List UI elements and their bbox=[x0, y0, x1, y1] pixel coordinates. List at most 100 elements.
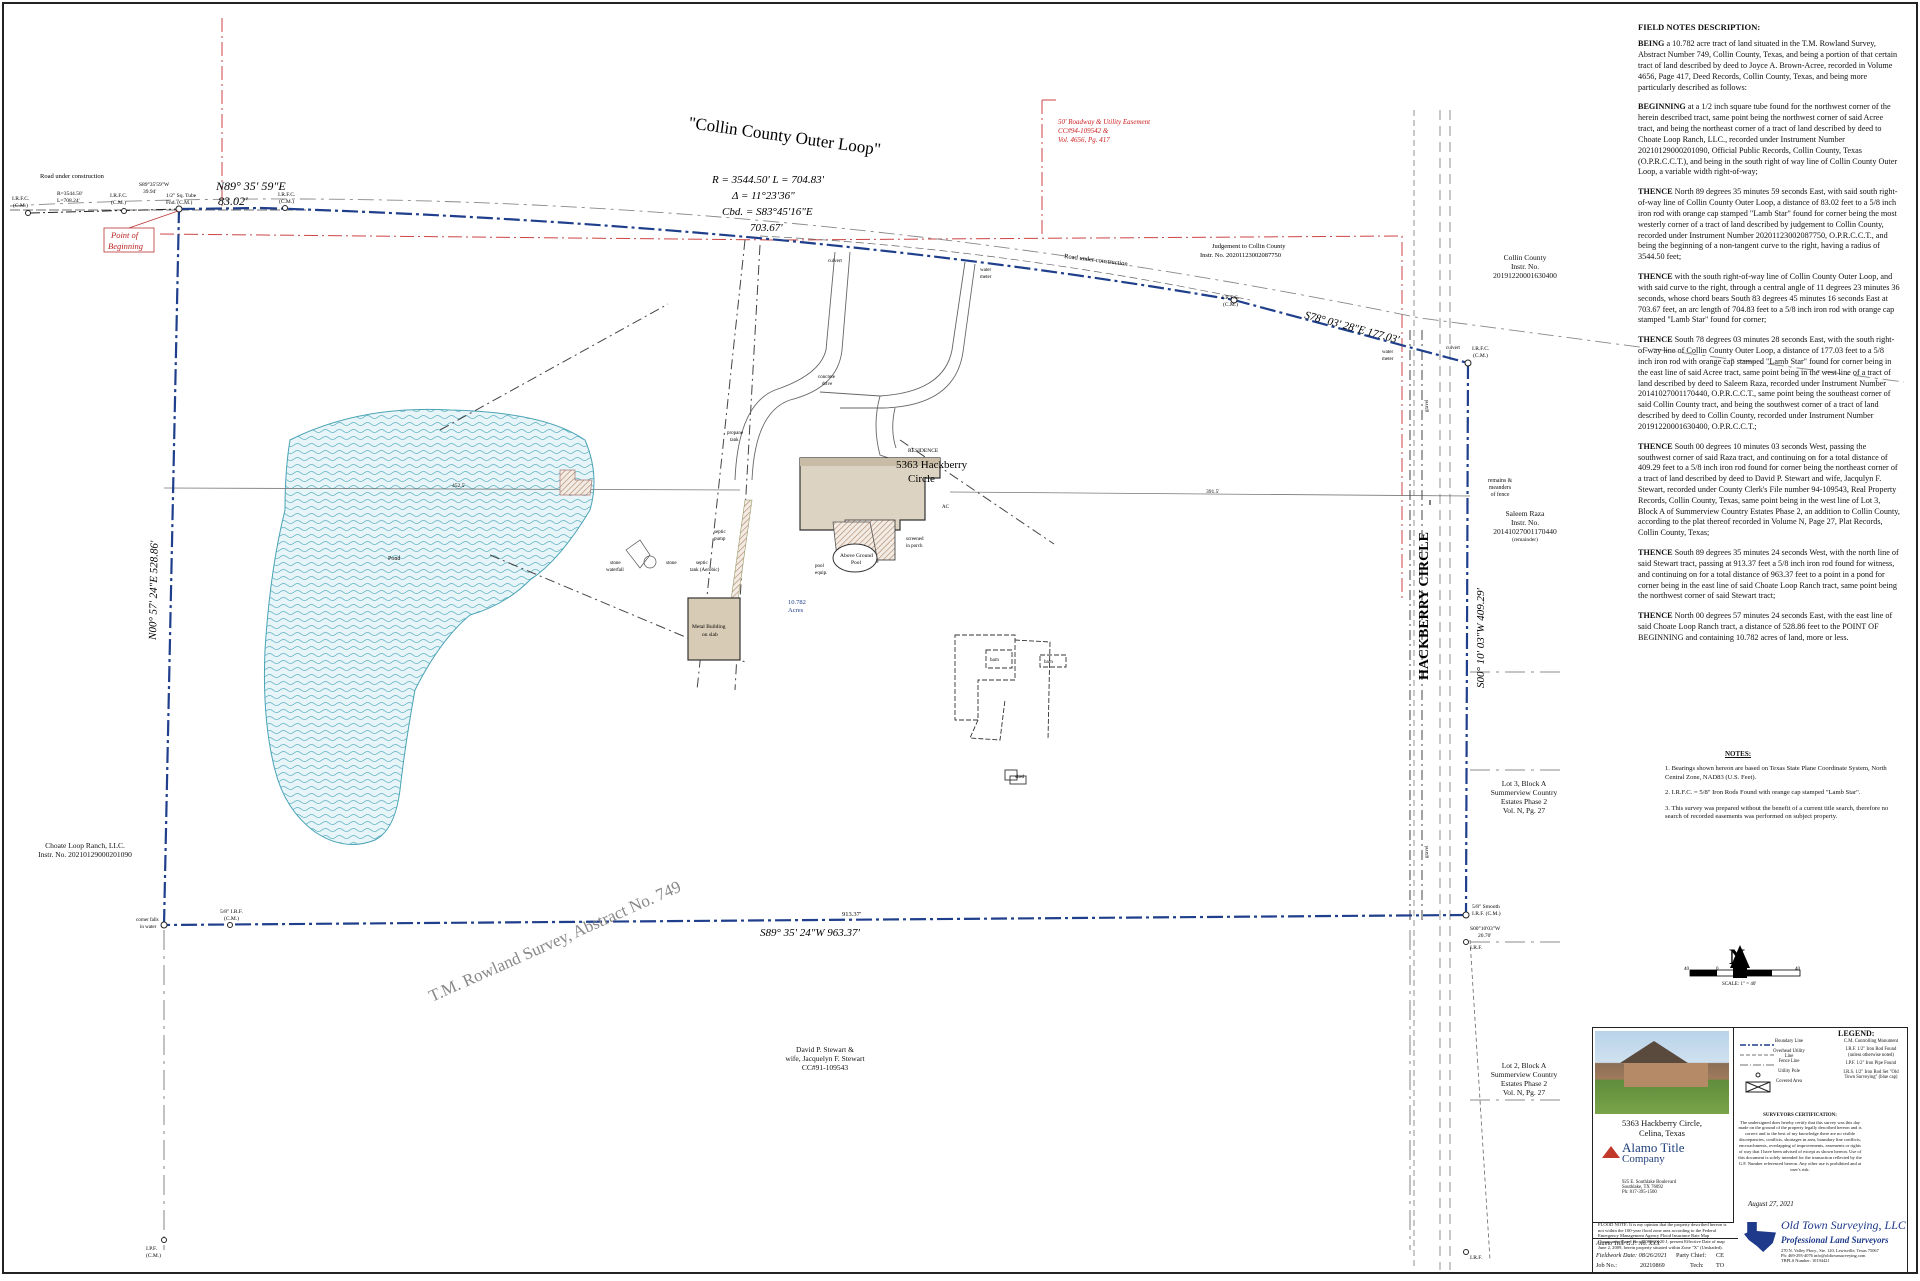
irfc-2: I.R.F.C. bbox=[110, 193, 128, 199]
water-meter-1b: meter bbox=[980, 275, 992, 280]
curve-data-4: 703.67' bbox=[750, 222, 783, 234]
gravel-1: gravel bbox=[1425, 399, 1430, 412]
corner-water-1: corner falls bbox=[136, 918, 159, 923]
collin-county-label: Collin County Instr. No. 201912200016304… bbox=[1493, 253, 1557, 280]
note-item: 1. Bearings shown hereon are based on Te… bbox=[1665, 765, 1887, 781]
field-note-text: South 78 degrees 03 minutes 28 seconds E… bbox=[1638, 335, 1895, 431]
pob-1: Point of bbox=[110, 230, 140, 240]
fieldwork-date: Fieldwork Date: 08/26/2021 bbox=[1596, 1252, 1667, 1259]
field-note-text: at a 1/2 inch square tube found for the … bbox=[1638, 102, 1898, 177]
left-curve-small-2: L=708.24' bbox=[57, 198, 80, 204]
water-meter-1a: water bbox=[980, 268, 991, 273]
field-notes: FIELD NOTES DESCRIPTION: BEING a 10.782 … bbox=[1638, 22, 1900, 653]
smooth-2: I.R.F. (C.M.) bbox=[1472, 910, 1501, 917]
field-note-paragraph: BEING a 10.782 acre tract of land situat… bbox=[1638, 39, 1900, 93]
judgement-2: Instr. No. 20201123002087750 bbox=[1200, 252, 1281, 259]
septic-tank-2: tank (Aerobic) bbox=[690, 568, 720, 573]
field-note-text: with the south right-of-way line of Coll… bbox=[1638, 272, 1900, 325]
address-caption: 5363 Hackberry Circle, Celina, Texas bbox=[1621, 1118, 1702, 1138]
residence-1: RESIDENCE bbox=[908, 448, 939, 454]
south-line: S89° 35' 24"W 963.37' bbox=[760, 927, 861, 939]
scale-tick-3: 20 bbox=[1741, 967, 1747, 972]
culvert-1: culvert bbox=[828, 259, 842, 264]
s00-small-2: 20.70' bbox=[1478, 933, 1491, 939]
pond bbox=[263, 408, 595, 845]
note-item: 2. I.R.F.C. = 5/8" Iron Rods Found with … bbox=[1665, 789, 1861, 797]
concrete-drive-1: concrete bbox=[818, 375, 836, 380]
irf-2: I.R.F. bbox=[1470, 1255, 1483, 1261]
left-bearing-small-2: 39.94' bbox=[143, 189, 156, 195]
field-note-paragraph: BEGINNING at a 1/2 inch square tube foun… bbox=[1638, 102, 1900, 178]
judgement-1: Judgement to Collin County bbox=[1212, 243, 1286, 250]
pool-area bbox=[832, 521, 879, 573]
west-line: N00° 57' 24"E 528.86' bbox=[147, 540, 161, 641]
east-line: S00° 10' 03"W 409.29' bbox=[1475, 587, 1487, 688]
irfc-1: I.R.F.C. bbox=[12, 196, 30, 202]
field-note-text: South 00 degrees 10 minutes 03 seconds W… bbox=[1638, 441, 1900, 538]
alamo-logo-icon bbox=[1602, 1146, 1620, 1158]
residence-2: 5363 Hackberry bbox=[896, 459, 968, 471]
ac-label: AC bbox=[942, 505, 950, 510]
field-note-text: North 89 degrees 35 minutes 59 seconds E… bbox=[1638, 187, 1898, 262]
field-note-keyword: BEING bbox=[1638, 39, 1665, 49]
fence-lines bbox=[439, 239, 1423, 920]
alamo-address: 925 E. Southlake Boulevard Southlake, TX… bbox=[1622, 1180, 1677, 1195]
cm-1: (C.M.) bbox=[13, 202, 28, 209]
field-note-keyword: THENCE bbox=[1638, 611, 1673, 621]
ipf-2: (C.M.) bbox=[146, 1252, 161, 1259]
septic-tank-1: septic bbox=[696, 561, 708, 566]
photo-house bbox=[1624, 1063, 1708, 1087]
field-note-paragraph: THENCE North 00 degrees 57 minutes 24 se… bbox=[1638, 611, 1900, 643]
field-note-text: South 89 degrees 35 minutes 24 seconds W… bbox=[1638, 548, 1899, 601]
hackberry-road: HACKBERRY CIRCLE bbox=[1417, 532, 1432, 680]
barn-1: barn bbox=[990, 658, 999, 663]
field-note-keyword: THENCE bbox=[1638, 272, 1673, 282]
cm-5: (C.M.) bbox=[1473, 352, 1488, 359]
field-note-keyword: THENCE bbox=[1638, 441, 1673, 451]
east-top-line: S78° 03' 28"E 177.03' bbox=[1303, 309, 1401, 346]
pond-label: Pond bbox=[388, 556, 400, 562]
north-arrow bbox=[1689, 945, 1801, 978]
pool-equip-1: pool bbox=[815, 564, 825, 569]
legend-right: C.M. Controlling Monument I.R.F. 1/2" Ir… bbox=[1843, 1039, 1899, 1081]
septic-strip bbox=[730, 499, 753, 601]
s00-small-1: S00°10'03"W bbox=[1470, 925, 1501, 932]
easement-lines bbox=[159, 18, 1403, 600]
irfc-5: I.R.F.C. bbox=[1472, 346, 1490, 352]
stone-waterfall bbox=[625, 539, 657, 569]
field-note-keyword: THENCE bbox=[1638, 335, 1673, 345]
left-bearing-small-1: S89°35'59"W bbox=[139, 181, 170, 188]
survey-date: August 27, 2021 bbox=[1748, 1200, 1794, 1208]
concrete-drive-2: drive bbox=[822, 382, 833, 387]
field-note-keyword: BEGINNING bbox=[1638, 102, 1686, 112]
road-uc-left: Road under construction bbox=[40, 173, 105, 180]
job-number-value: 20210869 bbox=[1640, 1262, 1665, 1269]
field-notes-title: FIELD NOTES DESCRIPTION: bbox=[1638, 22, 1761, 32]
irfc-3: I.R.F.C. bbox=[278, 192, 296, 198]
waterfall-1: stone bbox=[610, 561, 621, 566]
surveyor-address: 270 N. Valley Pkwy., Ste. 120, Lewisvill… bbox=[1781, 1248, 1879, 1263]
scale-label: SCALE: 1" = 40' bbox=[1722, 982, 1756, 987]
lot3-label: Lot 3, Block A Summerview Country Estate… bbox=[1490, 779, 1558, 815]
left-curve-small-1: R=3544.50' bbox=[57, 191, 83, 197]
cm-2: (C.M.) bbox=[111, 199, 126, 206]
saleem-raza-label: Saleem Raza Instr. No. 20141027001170440… bbox=[1493, 509, 1557, 543]
notes-title: NOTES: bbox=[1725, 750, 1752, 758]
alamo-title-company: Alamo Title Company bbox=[1622, 1140, 1685, 1165]
surveyor-sub: Professional Land Surveyors bbox=[1781, 1235, 1889, 1245]
waterfall-2: waterfall bbox=[606, 568, 624, 573]
gf-number: Alamo Title G.F. No. XXX bbox=[1596, 1240, 1660, 1247]
party-chief-value: CE bbox=[1716, 1252, 1724, 1259]
outer-loop-gray-lines bbox=[9, 110, 1905, 1270]
surveyor-certification: SURVEYORS CERTIFICATION: The undersigned… bbox=[1738, 1113, 1862, 1173]
south-inner-dist: 913.37' bbox=[842, 911, 861, 918]
barn-2: barn bbox=[1044, 660, 1053, 665]
pool-1: Above Ground bbox=[840, 553, 873, 559]
metal-building bbox=[687, 597, 741, 661]
dist-391: 391.5' bbox=[1206, 489, 1219, 495]
irf-58-1: 5/8" I.R.F. bbox=[220, 909, 244, 915]
pob-box bbox=[103, 227, 155, 253]
easement-line-1: 50' Roadway & Utility Easement bbox=[1058, 118, 1151, 126]
acres-1: 10.782 bbox=[788, 599, 806, 606]
monuments bbox=[25, 205, 1472, 1255]
